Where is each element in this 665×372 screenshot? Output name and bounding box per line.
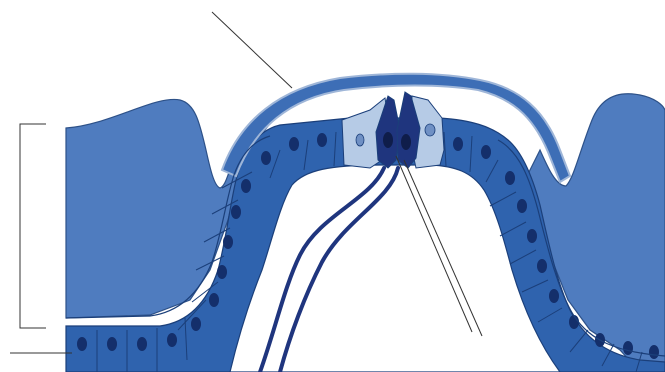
epithelial-cell-nucleus [261, 151, 271, 165]
supporting-cell-nucleus [425, 124, 435, 136]
epithelial-cell-nucleus [217, 265, 227, 279]
epithelial-cell-nucleus [481, 145, 491, 159]
epithelial-cell-nucleus [649, 345, 659, 359]
bracket [20, 124, 46, 328]
epithelial-cell-nucleus [241, 179, 251, 193]
leader-line-top [212, 12, 292, 88]
epithelial-cell-nucleus [77, 337, 87, 351]
epithelial-cell-nucleus [537, 259, 547, 273]
epithelial-cell-nucleus [107, 337, 117, 351]
epithelial-cell-nucleus [289, 137, 299, 151]
epithelial-cell-nucleus [453, 137, 463, 151]
epithelial-cell-nucleus [505, 171, 515, 185]
epithelial-cell-nucleus [167, 333, 177, 347]
supporting-cell-nucleus [356, 134, 364, 146]
epithelial-cell-nucleus [137, 337, 147, 351]
receptor-cell-nucleus [383, 132, 393, 148]
epithelial-cell-nucleus [223, 235, 233, 249]
receptor-cell-nucleus [401, 134, 411, 150]
epithelial-cell-nucleus [191, 317, 201, 331]
epithelial-cell-nucleus [527, 229, 537, 243]
epithelial-cell-nucleus [549, 289, 559, 303]
epithelial-cell-nucleus [209, 293, 219, 307]
epithelial-cell-nucleus [317, 133, 327, 147]
epithelial-cell-nucleus [231, 205, 241, 219]
epithelial-cell-nucleus [517, 199, 527, 213]
epithelial-cell-nucleus [569, 315, 579, 329]
epithelial-cell-nucleus [623, 341, 633, 355]
